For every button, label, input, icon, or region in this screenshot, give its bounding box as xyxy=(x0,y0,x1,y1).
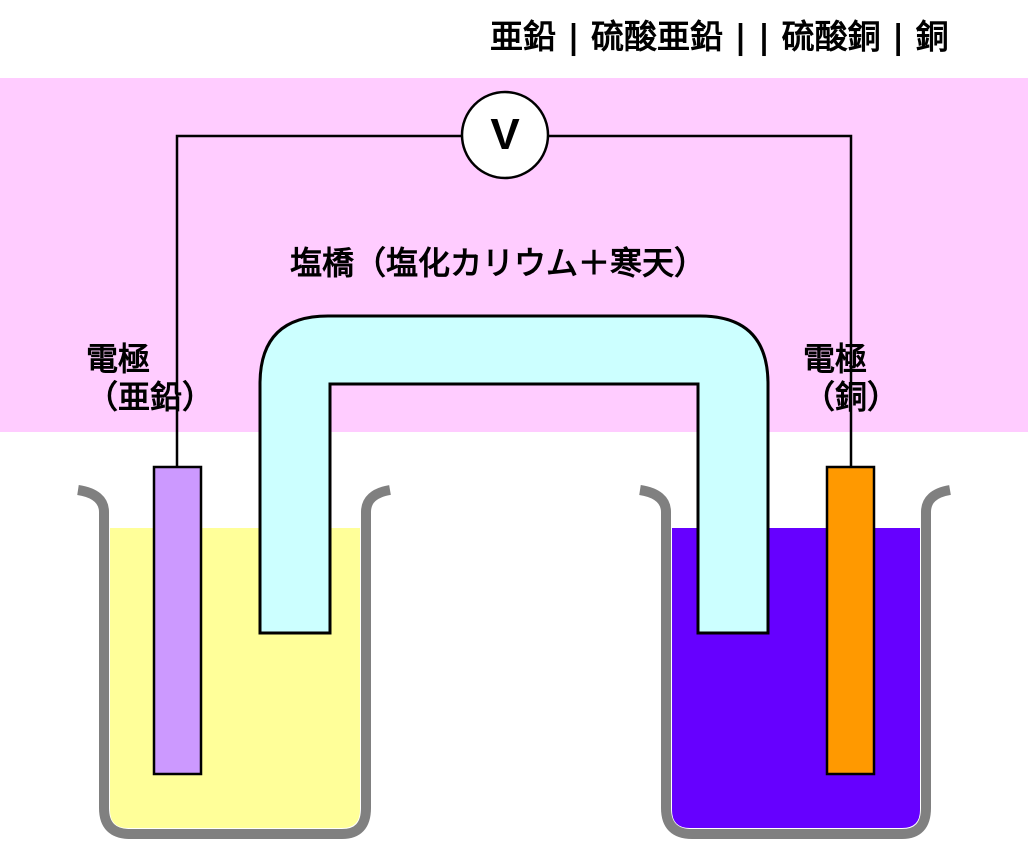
copper-electrode xyxy=(825,465,876,776)
left-beaker xyxy=(77,485,392,839)
copper-electrode-label-line1: 電極 xyxy=(803,340,868,378)
cell-notation: 亜鉛 | 硫酸亜鉛 | | 硫酸銅 | 銅 xyxy=(490,17,949,56)
salt-bridge xyxy=(258,314,770,635)
circuit-wire-right xyxy=(548,134,853,468)
copper-electrode-label: 電極 （銅） xyxy=(803,340,899,416)
voltmeter xyxy=(460,90,550,180)
salt-bridge-label: 塩橋（塩化カリウム＋寒天） xyxy=(290,244,707,282)
zinc-electrode-label-line1: 電極 xyxy=(86,340,151,378)
circuit-wire xyxy=(175,134,462,468)
zinc-electrode-label: 電極 （亜鉛） xyxy=(86,340,214,416)
copper-electrode-label-line2: （銅） xyxy=(803,378,900,416)
zinc-electrode-label-line2: （亜鉛） xyxy=(86,378,215,416)
right-beaker xyxy=(639,485,952,839)
zinc-electrode xyxy=(152,465,203,776)
voltmeter-symbol: V xyxy=(490,110,520,159)
